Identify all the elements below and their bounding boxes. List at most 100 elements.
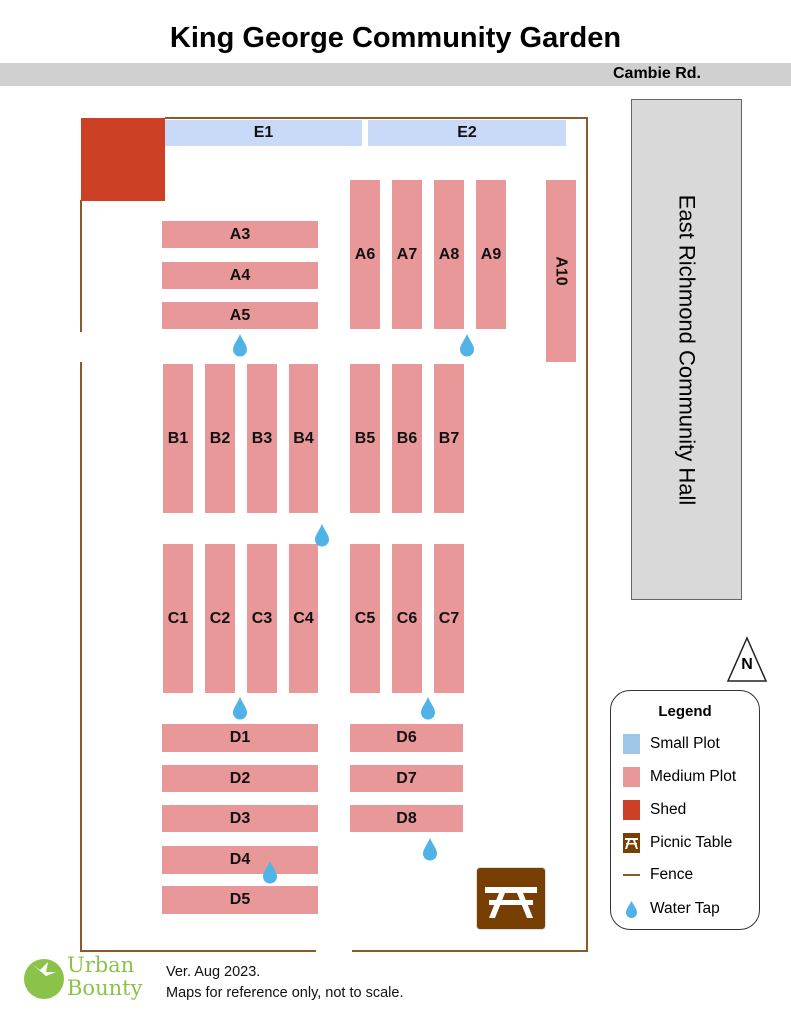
plot-label: B6 <box>396 429 418 447</box>
legend-label: Picnic Table <box>650 834 733 851</box>
water-tap-icon <box>315 524 329 547</box>
plot-c7: C7 <box>434 544 464 693</box>
picnic-table-icon <box>623 833 640 853</box>
fence-top <box>165 117 588 119</box>
plot-label: C7 <box>438 609 460 627</box>
fence-left-lower <box>80 362 82 952</box>
plot-a9: A9 <box>476 180 506 329</box>
plot-label: D5 <box>229 891 251 908</box>
plot-label: B2 <box>209 429 231 447</box>
plot-label: A10 <box>552 256 570 286</box>
small-plot-swatch <box>623 734 640 754</box>
logo-line2: Bounty <box>67 976 143 1000</box>
plot-label: E1 <box>253 124 274 141</box>
plot-label: A3 <box>229 225 251 243</box>
fence-right <box>586 117 588 952</box>
legend-item-shed: Shed <box>623 800 686 820</box>
plot-b7: B7 <box>434 364 464 513</box>
plot-label: B7 <box>438 429 460 447</box>
legend-item-fence: Fence <box>623 866 693 884</box>
plot-label: C1 <box>167 609 189 627</box>
legend-label: Fence <box>650 866 694 883</box>
plot-a10: A10 <box>546 180 576 362</box>
plot-label: E2 <box>457 124 477 141</box>
community-hall: East Richmond Community Hall <box>631 99 742 600</box>
picnic-table <box>476 867 546 930</box>
plot-label: D6 <box>396 729 417 746</box>
plot-a5: A5 <box>162 302 318 329</box>
plot-label: B4 <box>293 429 314 447</box>
plot-label: A6 <box>354 245 376 263</box>
plot-label: D4 <box>229 851 251 868</box>
plot-label: A7 <box>396 245 418 263</box>
plot-label: B1 <box>167 429 189 447</box>
plot-label: A9 <box>480 245 502 263</box>
plot-d3: D3 <box>162 805 318 832</box>
fence-left-upper <box>80 200 82 332</box>
north-label: N <box>741 656 753 673</box>
legend-item-small: Small Plot <box>623 734 720 754</box>
plot-b2: B2 <box>205 364 235 513</box>
plot-label: A5 <box>229 306 251 324</box>
plot-b3: B3 <box>247 364 277 513</box>
plot-d8: D8 <box>350 805 463 832</box>
shed <box>81 118 165 201</box>
plot-a8: A8 <box>434 180 464 329</box>
legend: Legend Small Plot Medium Plot Shed Picni… <box>610 690 760 930</box>
plot-label: C3 <box>251 609 273 627</box>
legend-label: Water Tap <box>650 900 720 917</box>
water-tap-icon <box>233 334 247 357</box>
logo-line1: Urban <box>67 953 135 977</box>
footer: Ver. Aug 2023. Maps for reference only, n… <box>166 962 404 1004</box>
plot-b6: B6 <box>392 364 422 513</box>
water-drop-icon <box>626 901 637 918</box>
medium-plot-swatch <box>623 767 640 787</box>
plot-label: B3 <box>251 429 273 447</box>
road-label: Cambie Rd. <box>612 65 701 82</box>
plot-label: C5 <box>354 609 376 627</box>
road-cambie <box>0 63 791 86</box>
plot-a3: A3 <box>162 221 318 248</box>
plot-label: D8 <box>396 809 417 827</box>
version-text: Ver. Aug 2023. <box>166 964 261 980</box>
water-tap-icon <box>460 334 474 357</box>
plot-e1: E1 <box>165 120 362 146</box>
plot-d5: D5 <box>162 886 318 914</box>
plot-b1: B1 <box>163 364 193 513</box>
water-tap-icon <box>421 697 435 720</box>
plot-label: A8 <box>438 245 460 263</box>
legend-label: Shed <box>650 801 687 818</box>
plot-d2: D2 <box>162 765 318 792</box>
plot-label: C4 <box>293 609 314 627</box>
plot-c2: C2 <box>205 544 235 693</box>
disclaimer-text: Maps for reference only, not to scale. <box>166 985 404 1001</box>
legend-label: Medium Plot <box>650 768 737 785</box>
plot-b4: B4 <box>289 364 318 513</box>
page-title: King George Community Garden <box>169 22 622 54</box>
plot-c6: C6 <box>392 544 422 693</box>
north-arrow-icon <box>726 636 768 682</box>
plot-c1: C1 <box>163 544 193 693</box>
hall-label: East Richmond Community Hall <box>674 194 700 505</box>
plot-label: A4 <box>229 266 251 284</box>
plot-d4: D4 <box>162 846 318 874</box>
plot-label: C6 <box>396 609 418 627</box>
plot-label: B5 <box>354 429 376 447</box>
plot-a4: A4 <box>162 262 318 289</box>
shed-swatch <box>623 800 640 820</box>
plot-c5: C5 <box>350 544 380 693</box>
fence-bottom-right <box>352 950 588 952</box>
plot-c4: C4 <box>289 544 318 693</box>
plot-d1: D1 <box>162 724 318 752</box>
plot-d7: D7 <box>350 765 463 792</box>
plot-label: D2 <box>229 769 251 787</box>
water-tap-icon <box>263 861 277 884</box>
plot-label: C2 <box>209 609 231 627</box>
plot-a7: A7 <box>392 180 422 329</box>
legend-item-water: Water Tap <box>623 899 720 919</box>
plot-b5: B5 <box>350 364 380 513</box>
plot-d6: D6 <box>350 724 463 752</box>
legend-label: Small Plot <box>650 735 720 752</box>
